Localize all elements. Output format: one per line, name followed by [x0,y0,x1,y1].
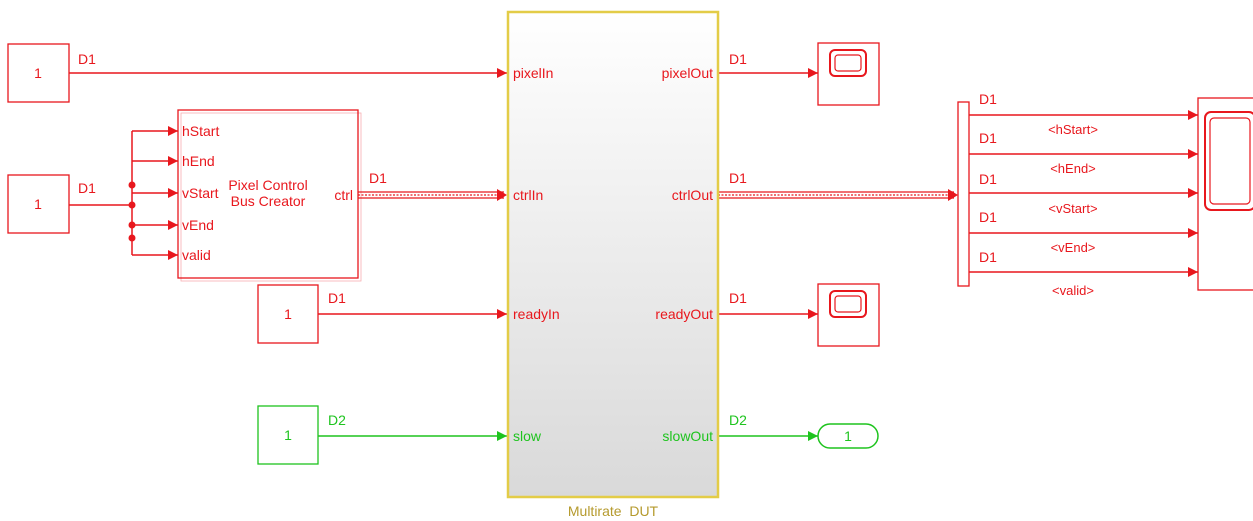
signal-label: D1 [369,170,387,186]
bus-element-label: <valid> [1052,283,1094,298]
dut-inport-label: slow [513,428,542,444]
scope-block-2[interactable] [817,283,880,347]
bus-element-label: <hEnd> [1050,161,1096,176]
dut-outport-label: pixelOut [662,65,713,81]
bus-creator-port-label: vEnd [182,217,214,233]
signal-label: D2 [328,412,346,428]
signal-label: D1 [729,170,747,186]
constant-block-4[interactable]: 1 [257,405,319,465]
dut-inport-label: pixelIn [513,65,553,81]
constant-block-1[interactable]: 1 [7,43,70,103]
scope-block-3[interactable] [1197,97,1253,291]
bus-element-label: <vStart> [1048,201,1097,216]
branch-point [128,181,136,189]
bus-selector-labels: <hStart> <hEnd> <vStart> <vEnd> <valid> [1048,122,1098,298]
bus-line-ctrl-out[interactable] [718,189,958,201]
bus-creator-name-line2: Bus Creator [231,193,306,209]
outport-number: 1 [844,428,852,444]
bus-creator-block[interactable]: hStart hEnd vStart vEnd valid ctrl Pixel… [177,109,362,282]
dut-inport-label: ctrlIn [513,187,543,203]
dut-inport-label: readyIn [513,306,560,322]
bus-creator-port-label: vStart [182,185,219,201]
bus-element-label: <hStart> [1048,122,1098,137]
bus-creator-port-label: hEnd [182,153,215,169]
outport-block[interactable]: 1 [817,423,879,449]
constant-value: 1 [284,427,292,443]
bus-creator-port-label: valid [182,247,211,263]
dut-outport-label: ctrlOut [672,187,713,203]
bus-selector-block[interactable] [957,101,970,287]
signal-label: D1 [78,51,96,67]
branch-point [128,221,136,229]
dut-outport-label: slowOut [662,428,713,444]
scope-block-1[interactable] [817,42,880,106]
scope-icon [1204,111,1253,211]
signal-lines [69,68,1198,441]
signal-label: D1 [328,290,346,306]
signal-label: D1 [729,51,747,67]
signal-label: D1 [729,290,747,306]
bus-line-ctrl-in[interactable] [358,189,507,201]
branch-point [128,234,136,242]
dut-outport-label: readyOut [655,306,713,322]
signal-label: D1 [979,171,997,187]
multirate-dut-subsystem[interactable]: pixelIn ctrlIn readyIn slow pixelOut ctr… [506,10,720,499]
scope-icon [829,49,867,77]
signal-label: D1 [979,91,997,107]
signal-label: D2 [729,412,747,428]
dut-block-name: Multirate DUT [568,503,659,519]
signal-labels: D1 D1 D1 D1 D2 D1 D1 D1 D2 D1 D1 D1 D1 D… [78,51,997,428]
constant-block-2[interactable]: 1 [7,174,70,234]
signal-label: D1 [78,180,96,196]
bus-creator-name-line1: Pixel Control [228,177,307,193]
signal-label: D1 [979,130,997,146]
bus-creator-out-port-label: ctrl [334,187,353,203]
constant-value: 1 [34,196,42,212]
signal-label: D1 [979,209,997,225]
branch-point [128,201,136,209]
bus-element-label: <vEnd> [1051,240,1096,255]
signal-label: D1 [979,249,997,265]
bus-creator-port-label: hStart [182,123,219,139]
constant-value: 1 [34,65,42,81]
constant-block-3[interactable]: 1 [257,284,319,344]
constant-value: 1 [284,306,292,322]
scope-icon [829,290,867,318]
